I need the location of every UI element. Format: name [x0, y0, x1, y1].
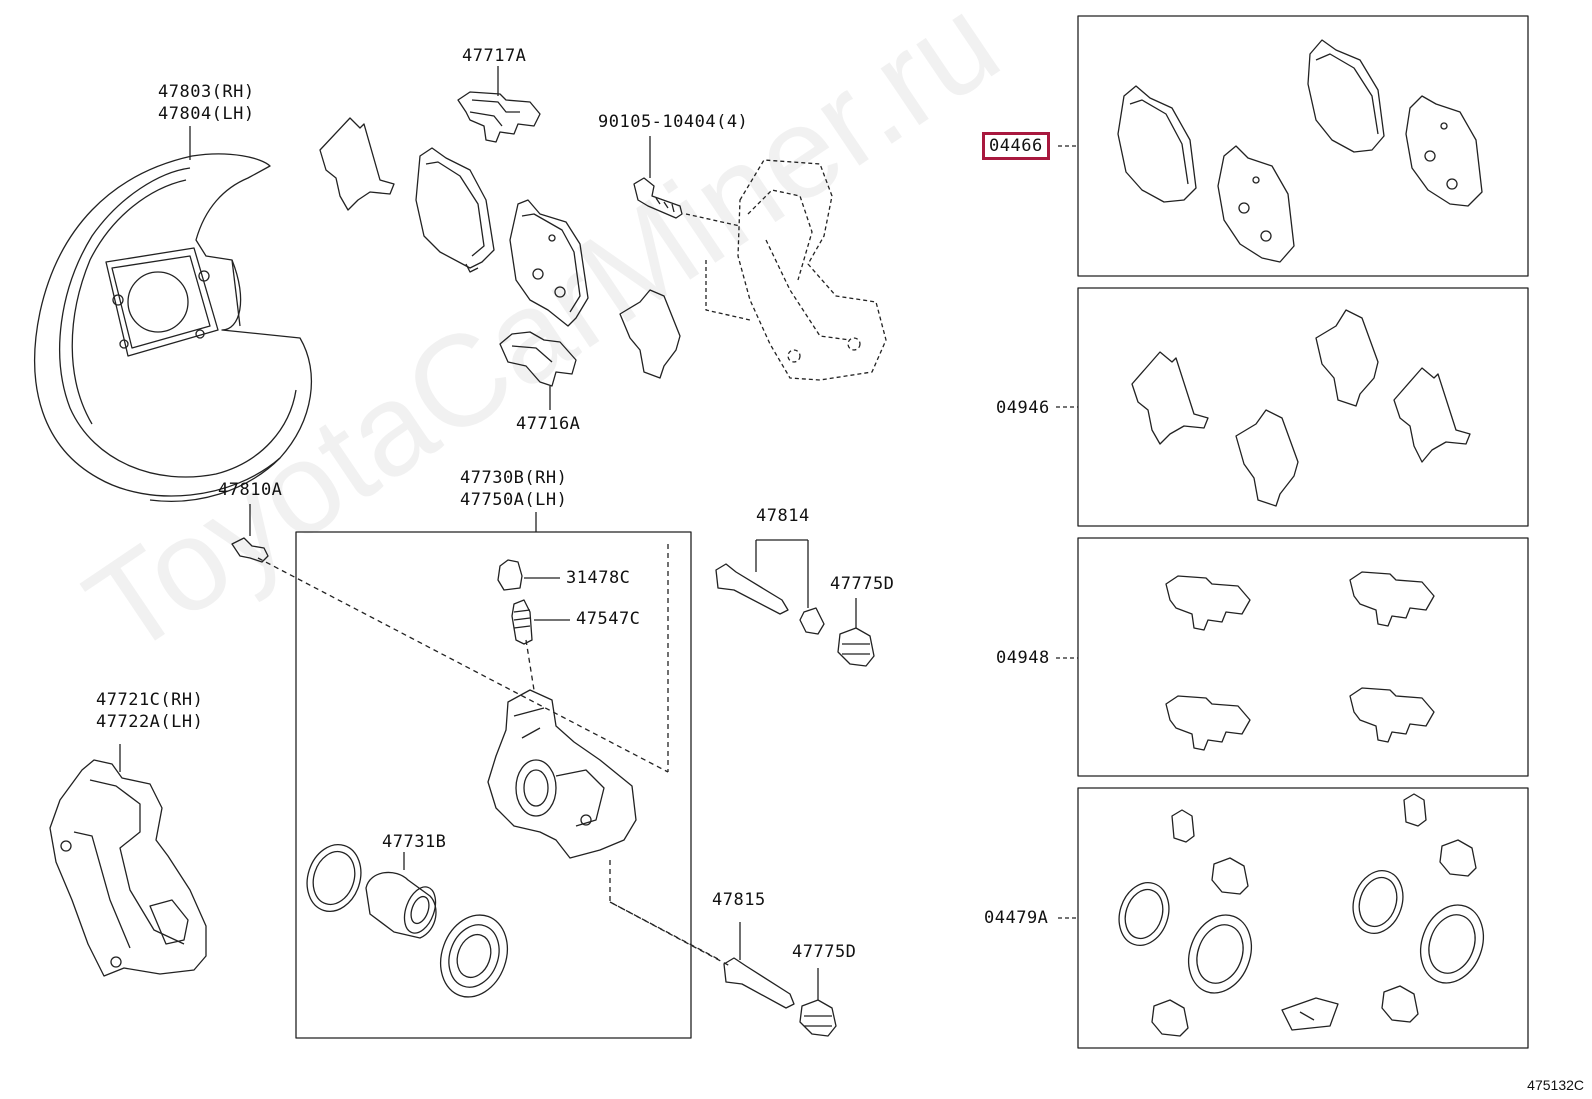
shim-drawing-2 [620, 290, 680, 378]
mounting-drawing-upper [686, 160, 886, 380]
part-label-bleeder-cap[interactable]: 31478C [566, 568, 631, 588]
part-label-mount-lh[interactable]: 47722A(LH) [96, 712, 204, 732]
pin-drawing-upper [716, 540, 824, 634]
part-label-bleeder[interactable]: 47547C [576, 609, 641, 629]
part-label-kit-pads[interactable]: 04466 [982, 132, 1050, 160]
dust-shield-drawing [35, 154, 312, 501]
pin-drawing-lower [724, 922, 794, 1008]
kit-box-shims [1078, 288, 1528, 526]
shim-kit-drawing [1132, 310, 1470, 506]
part-label-clip-lower[interactable]: 47716A [516, 414, 581, 434]
part-label-bolt[interactable]: 90105-10404(4) [598, 112, 749, 132]
part-label-bolt-small[interactable]: 47810A [218, 480, 283, 500]
kit-box-pads [1078, 16, 1528, 276]
seal-drawing [299, 838, 369, 919]
bleeder-cap-drawing [498, 560, 560, 590]
part-label-piston[interactable]: 47731B [382, 832, 447, 852]
shim-drawing-1 [320, 118, 394, 210]
pad-kit-drawing [1118, 40, 1482, 262]
bleeder-drawing [512, 600, 570, 644]
part-label-boot-lower[interactable]: 47775D [792, 942, 857, 962]
clip-kit-drawing [1166, 572, 1434, 750]
part-label-shield-lh[interactable]: 47804(LH) [158, 104, 255, 124]
part-label-clip-upper[interactable]: 47717A [462, 46, 527, 66]
clip-drawing-lower [500, 332, 576, 386]
kit-box-seals [1078, 788, 1528, 1048]
mounting-drawing-lower [50, 744, 206, 976]
pad-drawing-1 [416, 148, 494, 272]
part-label-boot-upper[interactable]: 47775D [830, 574, 895, 594]
bolt-drawing-upper [634, 136, 682, 218]
part-label-caliper-rh[interactable]: 47730B(RH) [460, 468, 568, 488]
seal-kit-drawing [1111, 794, 1494, 1036]
part-label-kit-shims[interactable]: 04946 [996, 398, 1050, 418]
boot-pin-drawing-lower [800, 968, 836, 1036]
boot-pin-drawing-upper [838, 598, 874, 666]
figure-number: 475132C [1527, 1077, 1584, 1093]
part-label-mount-rh[interactable]: 47721C(RH) [96, 690, 204, 710]
leader-lines-dashed [258, 544, 730, 966]
part-label-shield-rh[interactable]: 47803(RH) [158, 82, 255, 102]
kit-box-clips [1078, 538, 1528, 776]
pad-drawing-2 [510, 200, 588, 326]
part-label-kit-clips[interactable]: 04948 [996, 648, 1050, 668]
piston-drawing [366, 852, 441, 938]
caliper-drawing [488, 690, 636, 858]
bolt-drawing-small [232, 504, 268, 562]
part-label-pin-upper[interactable]: 47814 [756, 506, 810, 526]
part-label-pin-lower[interactable]: 47815 [712, 890, 766, 910]
boot-drawing [430, 906, 519, 1007]
part-label-kit-seals[interactable]: 04479A [984, 908, 1049, 928]
clip-drawing-upper [458, 92, 540, 142]
caliper-assembly-box [296, 532, 691, 1038]
part-label-caliper-lh[interactable]: 47750A(LH) [460, 490, 568, 510]
